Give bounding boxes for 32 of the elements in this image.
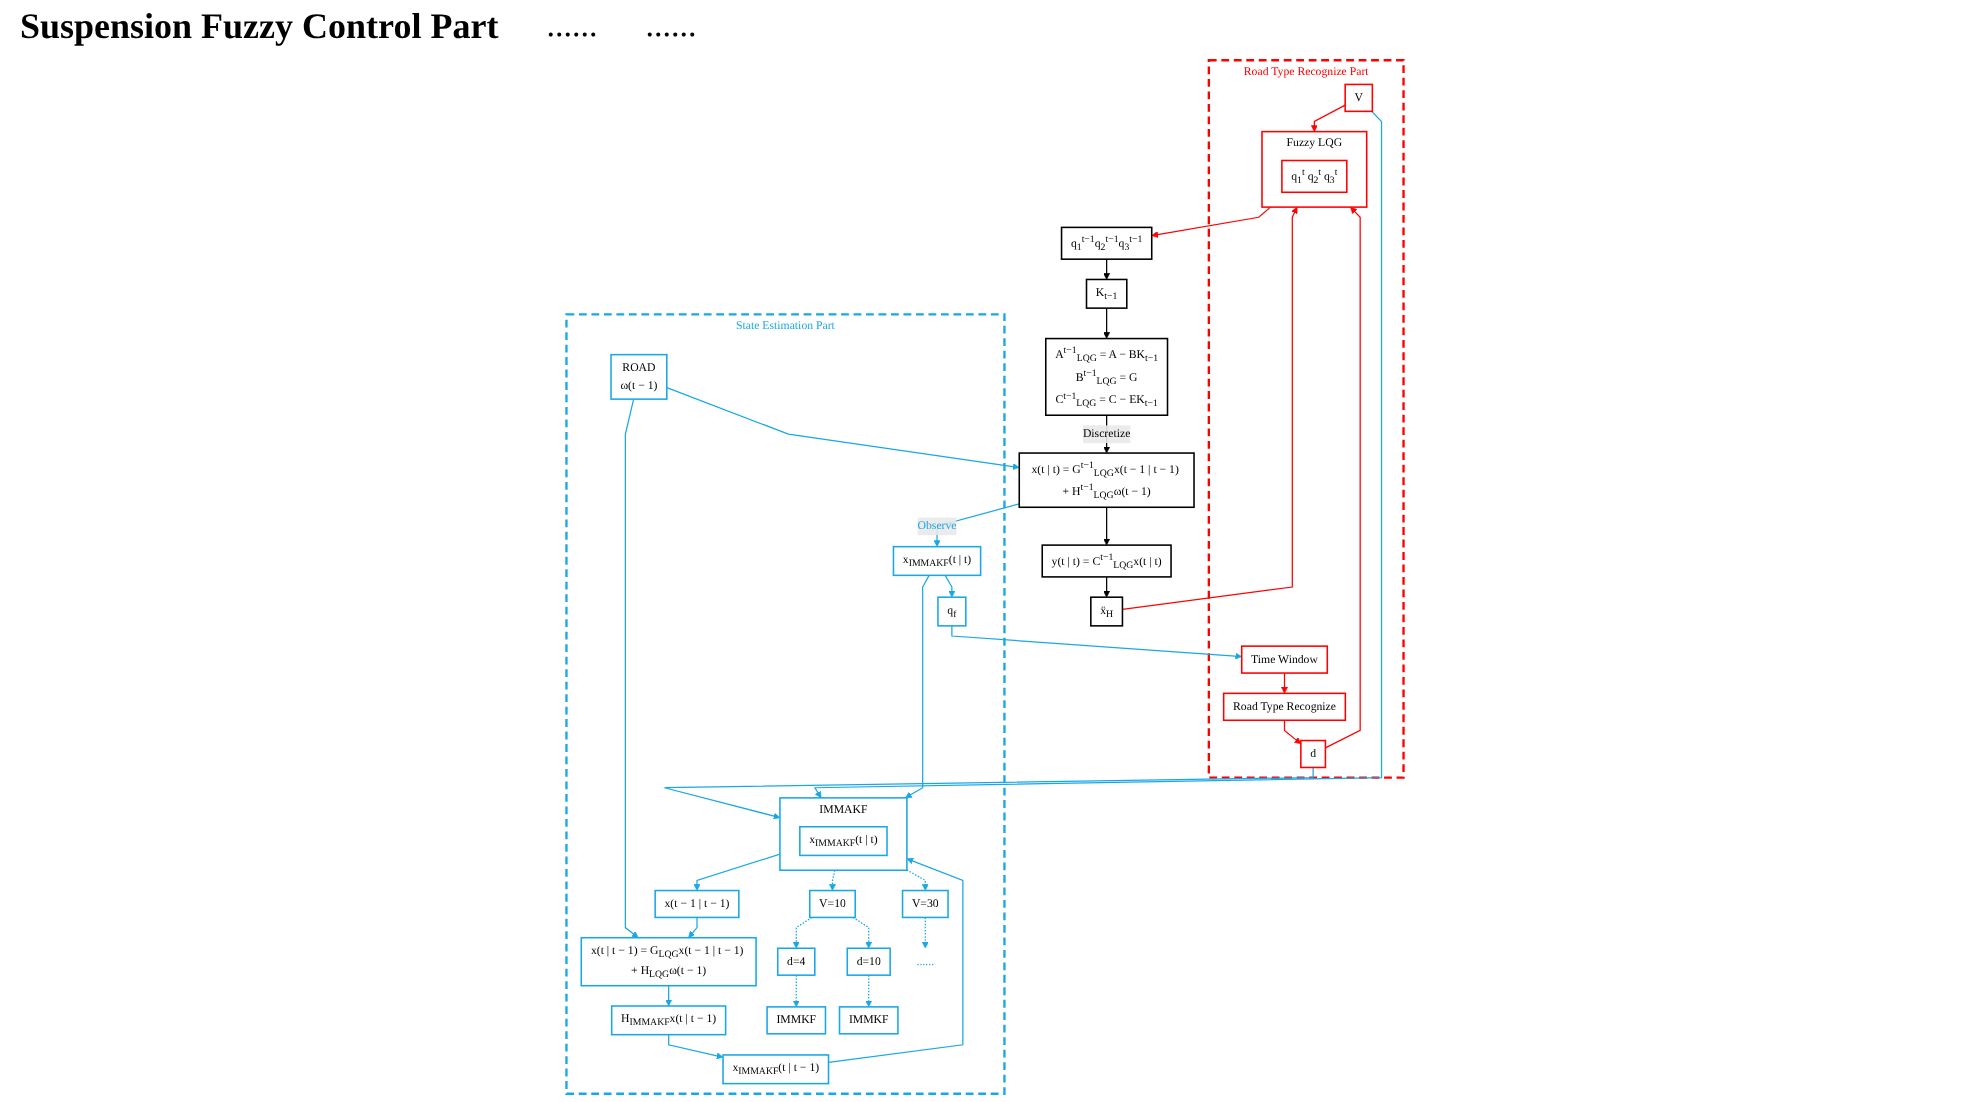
arrow — [792, 974, 800, 1008]
arrow — [944, 574, 956, 598]
arrow — [668, 1034, 724, 1060]
arrow — [792, 916, 813, 949]
arrow — [829, 869, 836, 891]
arrow — [813, 110, 1383, 799]
arrow — [665, 985, 673, 1007]
arrow — [1103, 506, 1111, 546]
arrow — [663, 766, 1314, 820]
arrow — [624, 398, 639, 939]
arrow — [865, 974, 873, 1008]
arrow — [1151, 206, 1272, 238]
arrow — [1121, 206, 1298, 611]
arrow — [1103, 307, 1111, 339]
arrow — [852, 916, 873, 949]
arrow — [906, 869, 929, 891]
arrow — [905, 574, 930, 799]
arrow — [688, 916, 698, 939]
arrow — [1281, 672, 1288, 694]
arrow — [827, 857, 964, 1063]
ellipsis-text: ...... — [645, 6, 697, 46]
arrow — [1283, 719, 1302, 745]
arrow — [951, 625, 1243, 660]
part-heading: Suspension Fuzzy Control Part — [20, 5, 499, 47]
arrow — [1324, 206, 1361, 749]
arrow — [921, 916, 929, 949]
arrow — [1310, 104, 1346, 132]
arrow — [693, 853, 781, 891]
ellipsis-text: ...... — [546, 6, 598, 46]
arrow — [1103, 258, 1111, 280]
arrow — [666, 386, 1020, 471]
arrow — [1103, 576, 1111, 598]
